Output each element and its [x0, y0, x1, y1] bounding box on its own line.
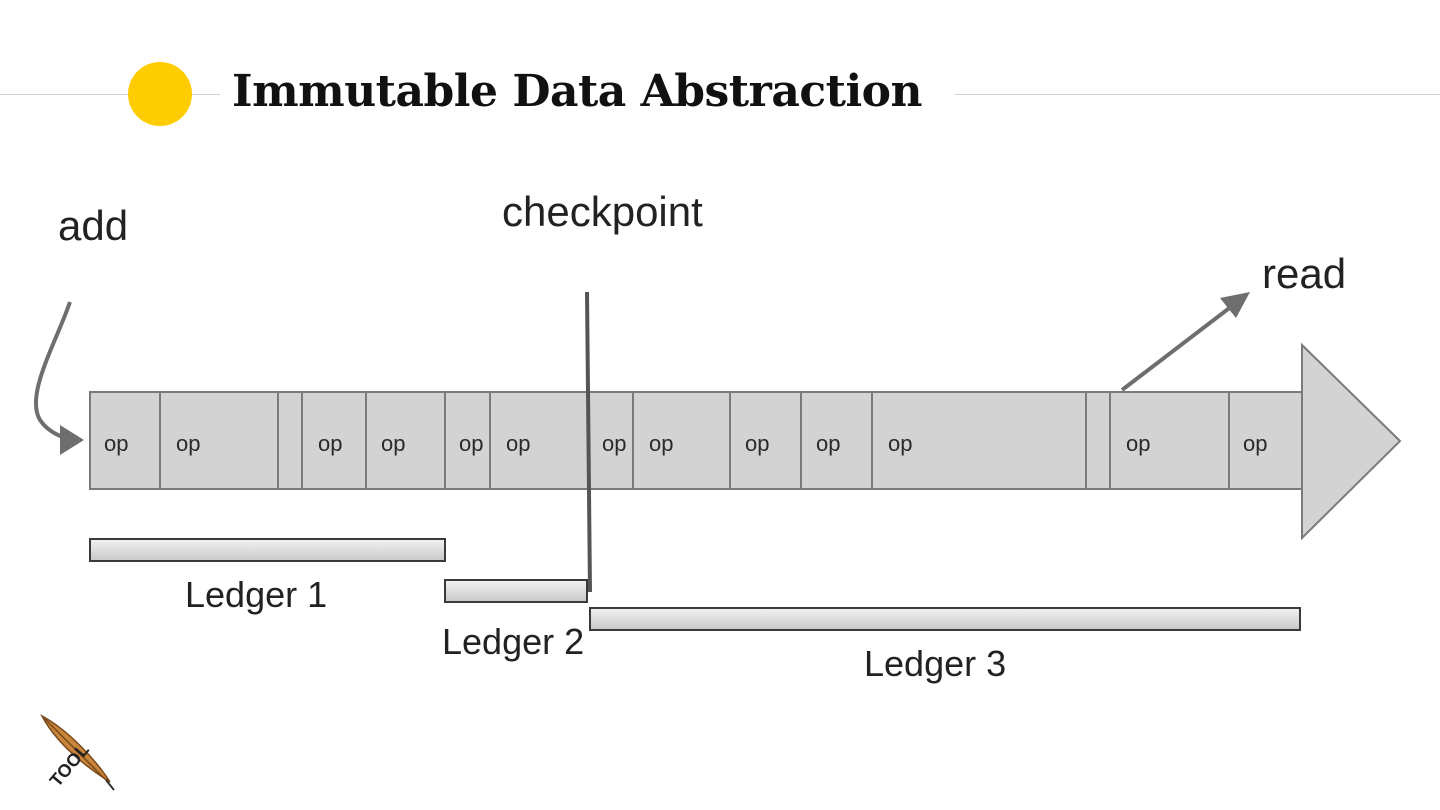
op-label: op — [649, 431, 673, 456]
title-bullet-dot — [128, 62, 192, 126]
ledger-1-label: Ledger 1 — [185, 574, 327, 615]
read-arrow — [1120, 292, 1250, 392]
log-arrow — [89, 342, 1402, 541]
ledger-2-bar — [444, 579, 588, 603]
op-label: op — [459, 431, 483, 456]
op-label: op — [602, 431, 626, 456]
checkpoint-line — [585, 291, 592, 593]
add-label: add — [58, 202, 128, 249]
op-label: op — [745, 431, 769, 456]
op-label: op — [506, 431, 530, 456]
ledger-2-label: Ledger 2 — [442, 621, 584, 662]
title-rule-left — [0, 94, 220, 95]
op-label: op — [104, 431, 128, 456]
log-body — [89, 391, 1303, 490]
op-label: op — [381, 431, 405, 456]
title-rule-right — [955, 94, 1440, 95]
read-label: read — [1262, 250, 1346, 297]
slide-title: Immutable Data Abstraction — [232, 66, 923, 117]
op-label: op — [816, 431, 840, 456]
add-arrow — [33, 301, 84, 455]
op-dividers — [159, 392, 1230, 489]
op-label: op — [1243, 431, 1267, 456]
op-label: op — [318, 431, 342, 456]
ledger-3-bar — [589, 607, 1301, 631]
feather-quill-icon: TOOL — [40, 714, 115, 791]
op-label: op — [888, 431, 912, 456]
checkpoint-label: checkpoint — [502, 188, 703, 235]
ledger-1-bar — [89, 538, 446, 562]
ledger-3-label: Ledger 3 — [864, 643, 1006, 684]
op-label: op — [176, 431, 200, 456]
op-label: op — [1126, 431, 1150, 456]
log-arrowhead — [1301, 342, 1402, 541]
